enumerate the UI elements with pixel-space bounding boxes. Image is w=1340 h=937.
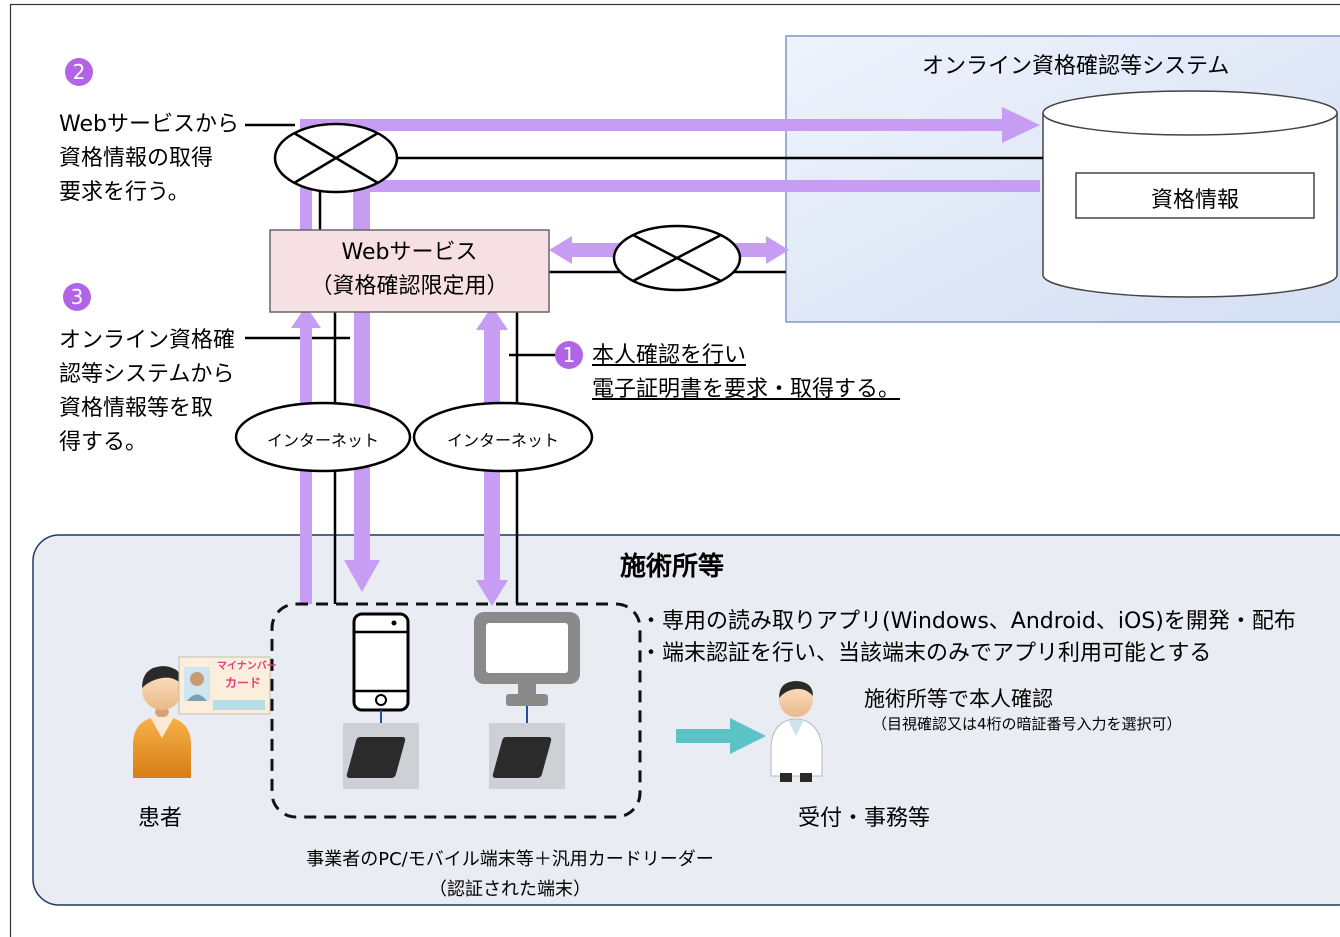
online-system-title: オンライン資格確認等システム (922, 54, 1230, 79)
db-label-box (1075, 172, 1315, 219)
my-number-card-icon (178, 656, 271, 715)
step-2-text: Webサービスから 資格情報の取得 要求を行う。 (59, 112, 239, 205)
internet-ellipse-right (412, 401, 594, 473)
internet-ellipse-left (234, 401, 412, 473)
step-marker-3: 3 (63, 283, 91, 311)
card-reader-left (343, 723, 419, 789)
step-1-text: 本人確認を行い 電子証明書を要求・取得する。 (592, 343, 901, 402)
device-group (270, 602, 642, 819)
verify-subtitle: （目視確認又は4桁の暗証番号入力を選択可） (872, 715, 1182, 733)
card-text: マイナンバー カード (217, 661, 277, 690)
outer-frame (9, 3, 1340, 937)
reception-staff-icon (770, 681, 823, 782)
patient-label: 患者 (138, 806, 183, 831)
reception-label: 受付・事務等 (798, 806, 931, 831)
step-marker-2: 2 (65, 58, 93, 86)
db-label: 資格情報 (1150, 188, 1239, 213)
verify-title: 施術所等で本人確認 (864, 687, 1053, 711)
facility-bullet-1: ・専用の読み取りアプリ(Windows、Android、iOS)を開発・配布 (640, 609, 1296, 634)
teal-arrow (676, 718, 766, 754)
step-3-text: オンライン資格確 認等システムから 資格情報等を取 得する。 (59, 328, 236, 455)
card-reader-right (489, 723, 565, 789)
monitor-icon (474, 612, 580, 706)
device-caption: 事業者のPC/モバイル端末等＋汎用カードリーダー （認証された端末） (306, 849, 714, 900)
web-service-label: Webサービス （資格確認限定用） (310, 240, 509, 299)
facility-bullet-2: ・端末認証を行い、当該端末のみでアプリ利用可能とする (640, 641, 1212, 666)
crossed-circle-top (273, 122, 399, 194)
step-marker-1: 1 (555, 341, 583, 369)
internet-label-right: インターネット (446, 431, 559, 450)
facility-title: 施術所等 (620, 552, 725, 582)
smartphone-icon (352, 612, 410, 712)
request-arrow (300, 107, 1040, 300)
patient-icon (133, 666, 191, 778)
web-service-box (269, 229, 550, 313)
internet-label-left: インターネット (266, 431, 379, 450)
crossed-circle-right (612, 224, 742, 292)
